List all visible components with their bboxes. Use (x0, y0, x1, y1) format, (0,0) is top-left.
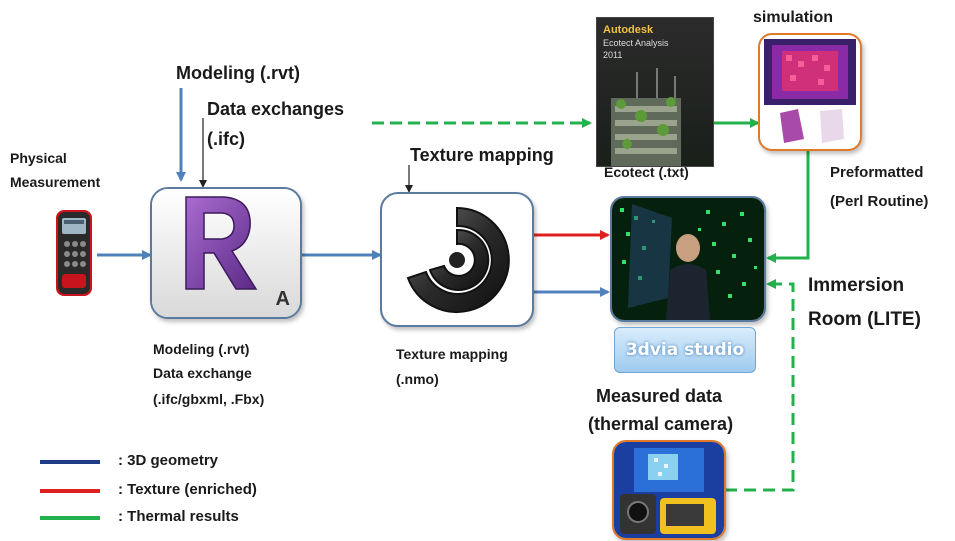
physical-measurement-label: Physical Measurement (10, 150, 101, 190)
thermal-camera-box (612, 440, 726, 540)
revit-box: A (150, 187, 302, 319)
legend-text-thermal: : Thermal results (118, 508, 239, 525)
laser-meter-icon (56, 210, 92, 296)
ifc-label: (.ifc) (207, 129, 245, 149)
modeling-rvt-bottom-label: Modeling (.rvt) (153, 341, 250, 357)
texture-mapping-bottom-label: Texture mapping (396, 346, 508, 362)
immersion-label: Immersion (808, 275, 905, 296)
ecotect-building-icon (611, 68, 681, 166)
3dvia-studio-logo-text: 3dvia studio (625, 340, 745, 360)
immersion-room-image (612, 198, 764, 320)
simulation-to-immersion-arrow (766, 148, 810, 263)
legend-line-3d-geometry (40, 460, 100, 464)
3dvia-studio-logo: 3dvia studio (614, 327, 756, 373)
ecotect-title: Ecotect Analysis (603, 38, 669, 48)
nmo-label: (.nmo) (396, 371, 439, 387)
ecotect-year: 2011 (603, 50, 623, 60)
ecotect-cover-image: Autodesk Ecotect Analysis 2011 (596, 17, 714, 167)
thermal-camera-icon (614, 442, 724, 538)
preformatted-label: Preformatted (830, 164, 924, 181)
ecotect-brand: Autodesk (603, 24, 654, 36)
perl-routine-label: (Perl Routine) (830, 193, 929, 210)
modeling-rvt-top-label: Modeling (.rvt) (176, 63, 300, 83)
room-lite-label: Room (LITE) (808, 309, 921, 330)
data-exchanges-label: Data exchanges (207, 99, 345, 119)
legend-text-3d-geometry: : 3D geometry (118, 452, 219, 469)
texture-box (380, 192, 534, 327)
simulation-heatmap-icon (764, 39, 856, 143)
ecotect-txt-label: Ecotect (.txt) (604, 164, 689, 180)
revit-badge-letter: A (275, 288, 290, 310)
revit-logo-icon (152, 189, 300, 317)
camera-to-immersion-arrow (725, 279, 795, 492)
measured-data-label: Measured data (596, 386, 723, 406)
legend-line-thermal (40, 516, 100, 520)
simulation-box (758, 33, 862, 151)
data-exchange-label: Data exchange (153, 365, 252, 381)
virtools-logo-icon (406, 206, 510, 313)
legend-line-texture (40, 489, 100, 493)
thermal-camera-label: (thermal camera) (588, 414, 734, 434)
ifc-gbxml-fbx-label: (.ifc/gbxml, .Fbx) (153, 391, 265, 407)
simulation-label: simulation (753, 9, 834, 26)
texture-mapping-top-label: Texture mapping (410, 145, 554, 165)
legend-text-texture: : Texture (enriched) (118, 481, 257, 498)
immersion-room-box (610, 196, 766, 322)
